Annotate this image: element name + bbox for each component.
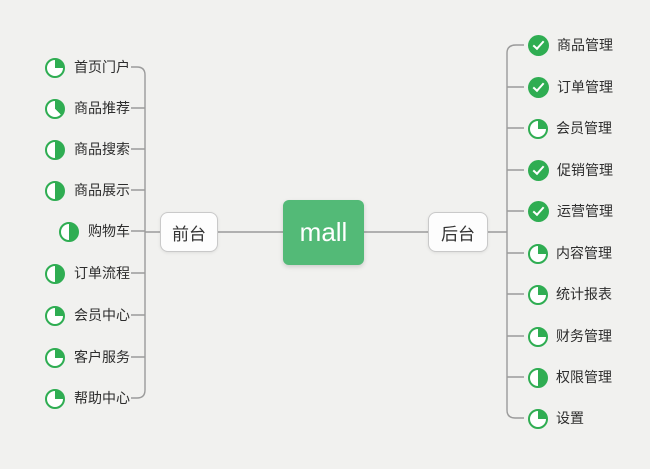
topic-operation-mgmt[interactable]: 运营管理 (528, 201, 613, 222)
topic-help-center[interactable]: 帮助中心 (45, 388, 130, 409)
progress-icon (528, 243, 548, 264)
progress-icon (45, 98, 65, 119)
progress-icon (45, 388, 65, 409)
topic-member-mgmt[interactable]: 会员管理 (528, 118, 612, 139)
progress-icon (45, 57, 65, 78)
root-node-mall[interactable]: mall (283, 200, 364, 265)
topic-label: 财务管理 (556, 328, 612, 344)
branch-node-frontend[interactable]: 前台 (160, 212, 218, 252)
root-node-label: mall (299, 217, 348, 247)
topic-product-display[interactable]: 商品展示 (45, 180, 130, 201)
topic-label: 权限管理 (556, 369, 612, 385)
topic-product-mgmt[interactable]: 商品管理 (528, 35, 613, 56)
progress-icon (45, 263, 65, 284)
left-stub-lines (131, 107, 145, 358)
topic-label: 运营管理 (557, 203, 613, 219)
topic-content-mgmt[interactable]: 内容管理 (528, 243, 612, 264)
topic-label: 帮助中心 (74, 390, 130, 406)
topic-statistics-report[interactable]: 统计报表 (528, 284, 612, 305)
topic-label: 订单管理 (557, 79, 613, 95)
left-bracket-line (131, 66, 146, 399)
topic-product-search[interactable]: 商品搜索 (45, 139, 130, 160)
topic-label: 商品展示 (74, 182, 130, 198)
topic-member-center[interactable]: 会员中心 (45, 305, 130, 326)
topic-label: 商品管理 (557, 37, 613, 53)
topic-label: 商品搜索 (74, 141, 130, 157)
progress-icon (45, 180, 65, 201)
topic-order-mgmt[interactable]: 订单管理 (528, 77, 613, 98)
check-icon (528, 160, 549, 181)
topic-homepage-portal[interactable]: 首页门户 (45, 57, 130, 78)
topic-product-recommend[interactable]: 商品推荐 (45, 98, 130, 119)
topic-label: 设置 (556, 410, 584, 426)
topic-label: 内容管理 (556, 245, 612, 261)
progress-icon (45, 347, 65, 368)
progress-icon (528, 326, 548, 347)
branch-node-label: 后台 (441, 224, 475, 244)
right-stub-lines (507, 86, 524, 378)
topic-finance-mgmt[interactable]: 财务管理 (528, 326, 612, 347)
topic-label: 会员中心 (74, 307, 130, 323)
topic-order-flow[interactable]: 订单流程 (45, 263, 130, 284)
check-icon (528, 77, 549, 98)
progress-icon (45, 139, 65, 160)
right-bracket-line (506, 44, 524, 419)
topic-promotion-mgmt[interactable]: 促销管理 (528, 160, 613, 181)
topic-label: 客户服务 (74, 349, 130, 365)
branch-node-backend[interactable]: 后台 (428, 212, 488, 252)
check-icon (528, 201, 549, 222)
progress-icon (528, 284, 548, 305)
topic-settings[interactable]: 设置 (528, 408, 584, 429)
topic-label: 统计报表 (556, 286, 612, 302)
progress-icon (528, 367, 548, 388)
branch-node-label: 前台 (172, 224, 206, 244)
progress-icon (45, 305, 65, 326)
topic-shopping-cart[interactable]: 购物车 (59, 221, 130, 242)
check-icon (528, 35, 549, 56)
progress-icon (528, 408, 548, 429)
topic-label: 会员管理 (556, 120, 612, 136)
topic-customer-service[interactable]: 客户服务 (45, 347, 130, 368)
topic-label: 促销管理 (557, 162, 613, 178)
topic-label: 首页门户 (74, 59, 130, 75)
progress-icon (528, 118, 548, 139)
topic-label: 订单流程 (74, 265, 130, 281)
progress-icon (59, 221, 79, 242)
topic-label: 购物车 (88, 223, 130, 239)
topic-label: 商品推荐 (74, 100, 130, 116)
topic-permission-mgmt[interactable]: 权限管理 (528, 367, 612, 388)
